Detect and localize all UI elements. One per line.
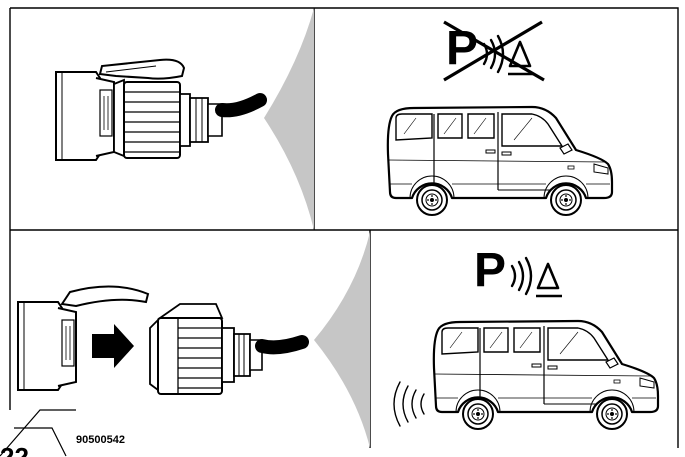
figure-number: 22 [0,442,29,457]
wedge-bottom [314,232,370,448]
direction-arrow-icon [92,324,134,368]
parking-letter: P [446,22,478,75]
parking-sensor-symbol-disabled: P [444,22,544,80]
van-bottom [434,321,658,429]
wedge-top [264,8,314,230]
reference-code: 90500542 [76,434,125,446]
plug-removed-assembly [18,286,302,394]
van-top [388,107,612,215]
transition-wedges [264,8,370,448]
parking-sensor-symbol-active: P [474,244,562,297]
plug-connected-assembly [56,60,260,160]
parking-letter-active: P [474,244,506,297]
sound-waves-icon [394,382,424,426]
